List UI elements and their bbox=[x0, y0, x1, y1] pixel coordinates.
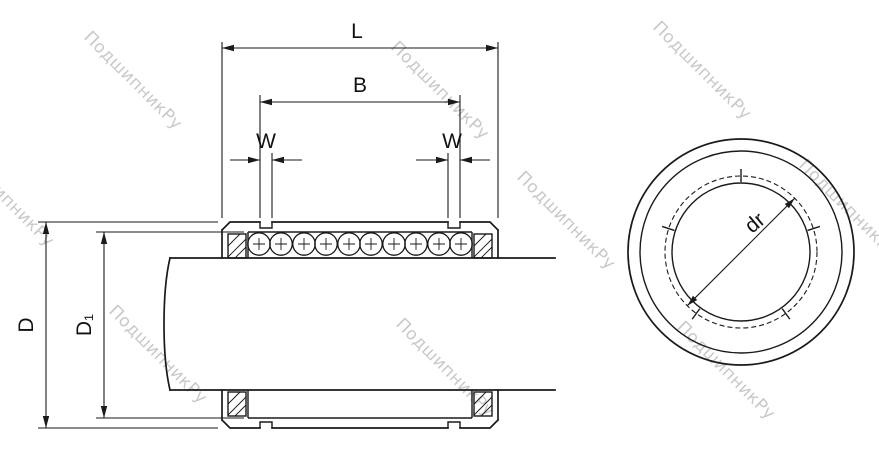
dimension-label-W-right: W bbox=[442, 130, 462, 153]
bearing-top-outline bbox=[220, 221, 500, 259]
dim-L-arrow-right bbox=[486, 44, 498, 52]
seal-hatch-top bbox=[227, 233, 493, 259]
watermark-text: ПодшипникРу bbox=[672, 317, 779, 424]
side-section-view: L B W W bbox=[15, 20, 556, 429]
dim-L-arrow-left bbox=[222, 44, 234, 52]
dim-W-left-arrow-2 bbox=[272, 156, 284, 164]
outer-circle bbox=[627, 138, 855, 366]
dimension-dr: dr bbox=[686, 197, 796, 307]
dimension-D: D bbox=[15, 221, 218, 429]
dim-D1-arrow-bottom bbox=[100, 406, 108, 418]
dimension-B: B bbox=[259, 74, 461, 218]
ball bbox=[449, 232, 473, 256]
retaining-ring-grooves-top bbox=[259, 222, 461, 229]
ball-center-crosses bbox=[253, 238, 467, 250]
watermark-text: ПодшипникРу bbox=[0, 144, 58, 251]
dim-D-arrow-top bbox=[42, 222, 50, 234]
dimension-label-W-left: W bbox=[256, 130, 276, 153]
watermark-text: ПодшипникРу bbox=[648, 17, 755, 124]
dimension-label-D1: D₁ bbox=[73, 314, 96, 336]
watermark-text: ПодшипникРу bbox=[386, 37, 493, 144]
dim-B-arrow-left bbox=[260, 98, 272, 106]
dimension-W-left: W bbox=[230, 130, 302, 218]
seal-hatch-bottom bbox=[227, 391, 493, 417]
ball-pitch-circle bbox=[664, 175, 818, 329]
dimension-W-right: W bbox=[416, 130, 490, 218]
watermark-text: ПодшипникРу bbox=[104, 301, 211, 408]
dim-L-extension-lines bbox=[221, 42, 499, 218]
dim-D-arrow-bottom bbox=[42, 416, 50, 428]
dim-dr-line bbox=[686, 197, 796, 307]
bearing-bottom-half bbox=[220, 389, 500, 429]
bearing-bottom-outline bbox=[220, 389, 500, 429]
dimension-label-D: D bbox=[15, 317, 38, 332]
ball-row bbox=[247, 232, 473, 256]
bearing-top-half bbox=[220, 221, 500, 259]
watermark-text: ПодшипникРу bbox=[79, 27, 186, 134]
dim-D-extension-lines bbox=[38, 221, 218, 429]
shaft bbox=[163, 256, 556, 392]
shaft-end-curve bbox=[163, 256, 172, 392]
dimension-label-L: L bbox=[351, 20, 363, 43]
dimension-label-dr: dr bbox=[740, 208, 769, 238]
retaining-ring-grooves-bottom bbox=[259, 421, 461, 428]
dim-D1-arrow-top bbox=[100, 232, 108, 244]
dim-B-extension-lines bbox=[259, 95, 461, 218]
dim-W-right-arrow-1 bbox=[436, 156, 448, 164]
dim-B-arrow-right bbox=[448, 98, 460, 106]
seal-divider-lines-bottom bbox=[247, 390, 473, 418]
dimension-label-B: B bbox=[353, 74, 367, 97]
watermark-text: ПодшипникРу bbox=[391, 314, 498, 421]
dim-dr-arrow-upper bbox=[784, 198, 795, 209]
dim-W-right-arrow-2 bbox=[460, 156, 472, 164]
bore-circle bbox=[671, 182, 811, 322]
dim-W-left-arrow-1 bbox=[248, 156, 260, 164]
retainer-ticks bbox=[661, 169, 821, 320]
dim-dr-arrow-lower bbox=[687, 295, 698, 306]
shaft-outline bbox=[169, 257, 556, 391]
watermark-text: ПодшипникРу bbox=[794, 155, 879, 262]
dimension-D1: D₁ bbox=[73, 231, 244, 419]
outer-ring-inner-circle bbox=[639, 150, 843, 354]
dim-D1-extension-lines bbox=[96, 231, 244, 419]
dimension-L: L bbox=[221, 20, 499, 218]
